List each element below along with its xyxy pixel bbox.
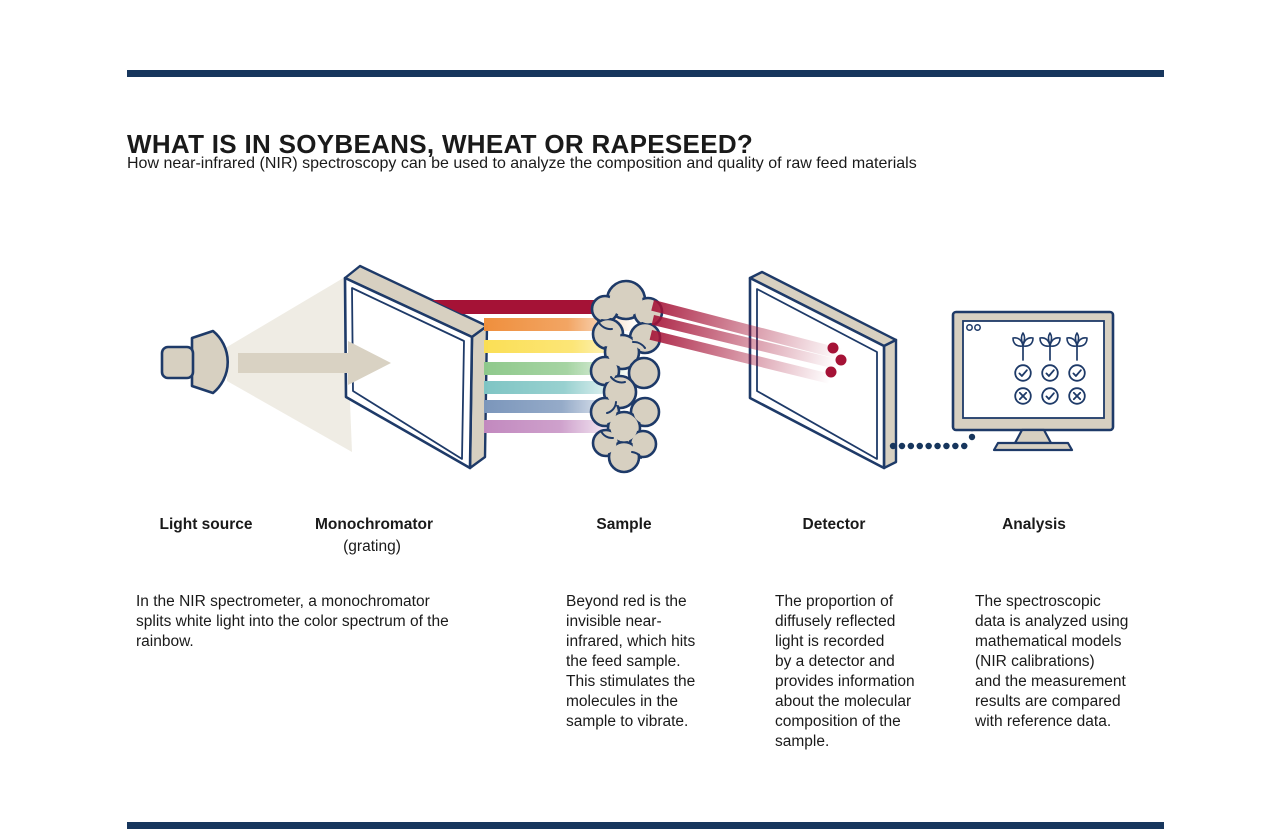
- description-detector: The proportion of diffusely reflected li…: [775, 593, 915, 750]
- sample-cloud-icon: [589, 279, 664, 474]
- stage-label-light-source: Light source: [159, 516, 253, 533]
- detector-signal-dots: [825, 342, 847, 378]
- description-analysis: The spectroscopic data is analyzed using…: [975, 593, 1129, 730]
- monochromator-panel: [343, 264, 489, 470]
- detector-panel: [748, 270, 898, 470]
- page-title: WHAT IS IN SOYBEANS, WHEAT OR RAPESEED?: [127, 129, 754, 160]
- bottom-rule: [127, 822, 1164, 829]
- reflected-beams: [649, 300, 843, 384]
- stage-label-detector: Detector: [802, 516, 866, 533]
- result-row-2: [1014, 387, 1086, 405]
- cross-icon: [1014, 387, 1032, 405]
- stage-label-monochromator: Monochromator: [315, 516, 433, 533]
- stage-label-analysis: Analysis: [1002, 516, 1066, 533]
- monitor-indicator-dots-icon: [966, 324, 981, 331]
- check-icon: [1014, 364, 1032, 382]
- check-icon: [1041, 364, 1059, 382]
- stage-label-sample: Sample: [596, 516, 652, 533]
- nir-red-beam: [432, 300, 612, 314]
- description-monochromator: In the NIR spectrometer, a monochromator…: [136, 593, 449, 650]
- top-rule: [127, 70, 1164, 77]
- description-sample: Beyond red is the invisible near- infrar…: [566, 593, 696, 730]
- monitor-icon: [951, 310, 1115, 452]
- check-icon: [1068, 364, 1086, 382]
- page-subtitle: How near-infrared (NIR) spectroscopy can…: [127, 155, 917, 172]
- result-row-1: [1014, 364, 1086, 382]
- cross-icon: [1068, 387, 1086, 405]
- light-arrow-icon: [238, 341, 391, 385]
- monitor-stand: [992, 428, 1074, 452]
- lamp-icon: [160, 329, 230, 395]
- check-icon: [1041, 387, 1059, 405]
- stage-sublabel-grating: (grating): [343, 538, 401, 555]
